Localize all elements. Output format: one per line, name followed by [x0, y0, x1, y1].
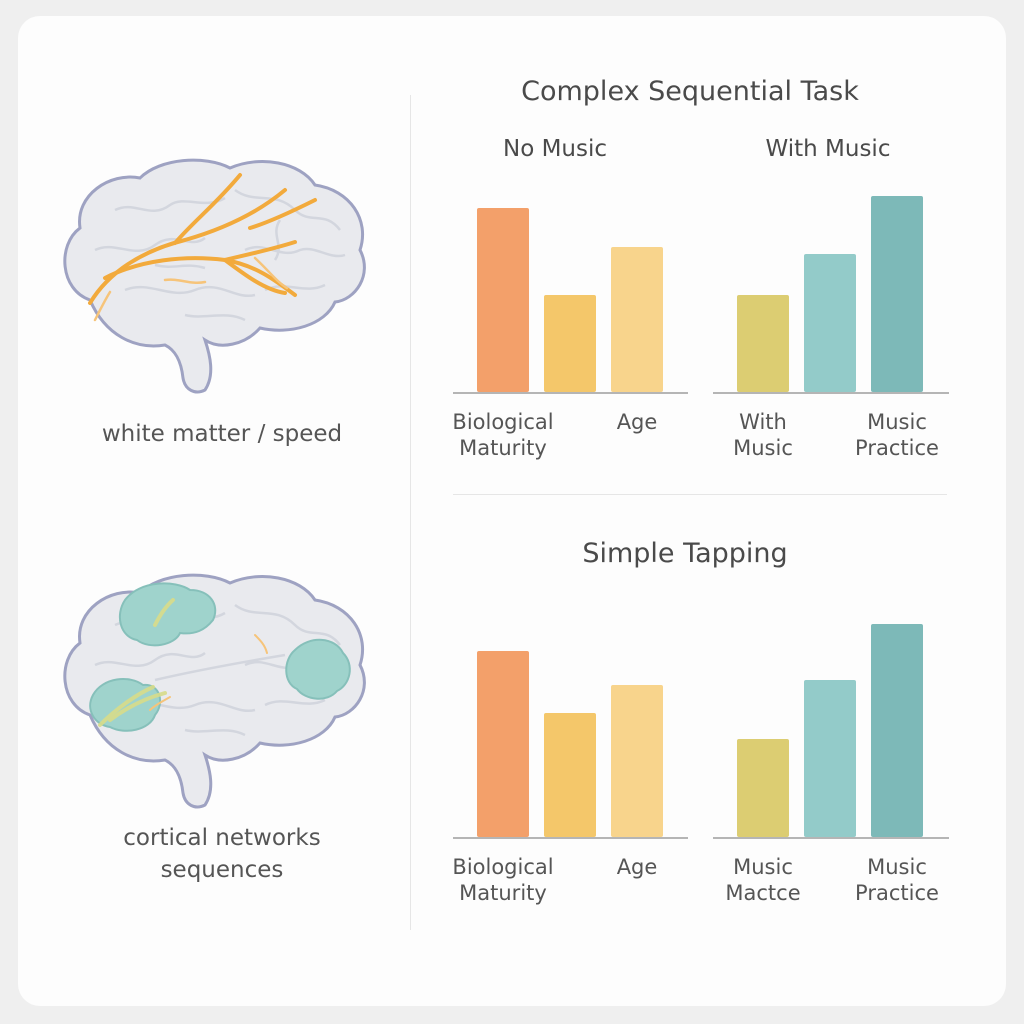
tick-label: Music [867, 410, 927, 434]
bar-4-1 [737, 739, 789, 837]
brain-white-matter-illustration [63, 158, 366, 394]
no-music-subtitle: No Music [502, 136, 608, 162]
tick-label: Music [733, 436, 793, 460]
white-matter-caption: white matter / speed [101, 421, 343, 447]
tick-label: Biological [452, 855, 553, 879]
tick-label: Practice [855, 881, 939, 905]
tick-label: Music [733, 855, 793, 879]
cortical-networks-caption: cortical networks sequences [72, 822, 372, 886]
tick-label: Biological [452, 410, 553, 434]
horizontal-divider [453, 494, 947, 495]
vertical-divider [410, 95, 411, 930]
bar-1-3 [611, 247, 663, 392]
tick-label: Maturity [459, 881, 547, 905]
brain-outline [63, 158, 366, 394]
tick-label: Mactce [725, 881, 800, 905]
tick-label: Practice [855, 436, 939, 460]
bar-3-3 [611, 685, 663, 837]
bar-4-3 [871, 624, 923, 837]
bar-3-2 [544, 713, 596, 837]
bar-4-2 [804, 680, 856, 837]
caption-line: cortical networks [123, 825, 321, 851]
bar-1-2 [544, 295, 596, 392]
bar-2-3 [871, 196, 923, 392]
tick-label: Maturity [459, 436, 547, 460]
simple-tapping-title: Simple Tapping [582, 538, 788, 569]
complex-task-title: Complex Sequential Task [521, 76, 859, 107]
bar-3-1 [477, 651, 529, 837]
white-matter-tracts [88, 173, 317, 305]
bar-1-1 [477, 208, 529, 392]
bar-2-2 [804, 254, 856, 392]
caption-line: sequences [160, 857, 284, 883]
tick-label: With [739, 410, 787, 434]
with-music-subtitle: With Music [765, 136, 891, 162]
brain-cortical-networks-illustration [63, 573, 366, 809]
tick-label: Music [867, 855, 927, 879]
bar-2-1 [737, 295, 789, 392]
tick-label: Age [617, 410, 658, 434]
tick-label: Age [617, 855, 658, 879]
